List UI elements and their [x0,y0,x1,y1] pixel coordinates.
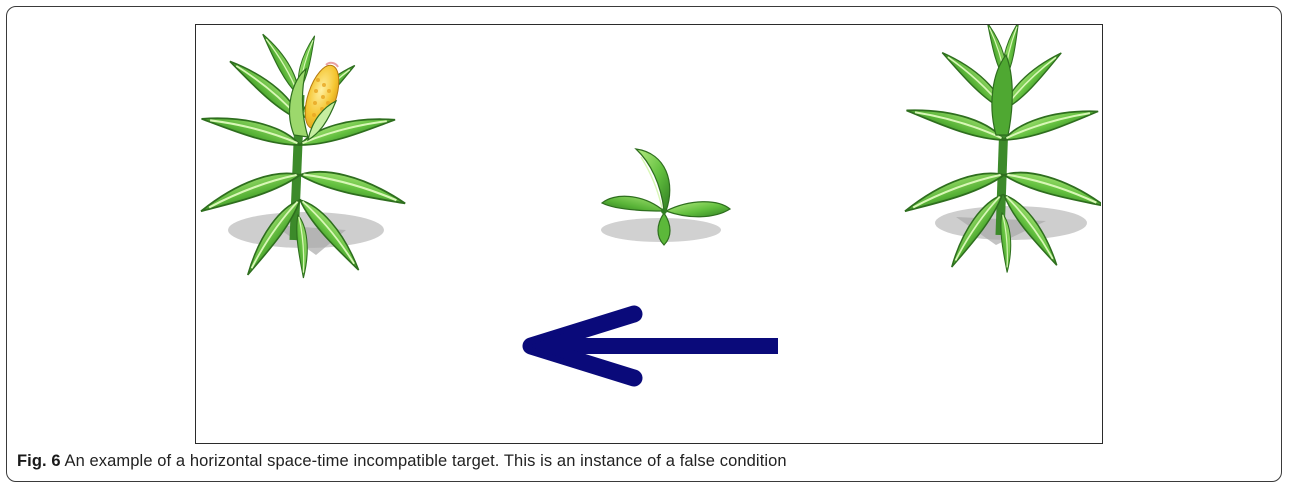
seedling-icon [600,148,732,246]
figure-frame [6,6,1282,482]
grown-plant-icon [901,25,1101,274]
caption-text: An example of a horizontal space-time in… [60,452,787,470]
left-arrow-icon [522,305,778,387]
figure-label: Fig. 6 [17,452,61,470]
figure-panel [195,24,1103,444]
figure-caption: Fig. 6 An example of a horizontal space-… [17,452,787,471]
corn-plant-with-cob-icon [197,31,409,281]
